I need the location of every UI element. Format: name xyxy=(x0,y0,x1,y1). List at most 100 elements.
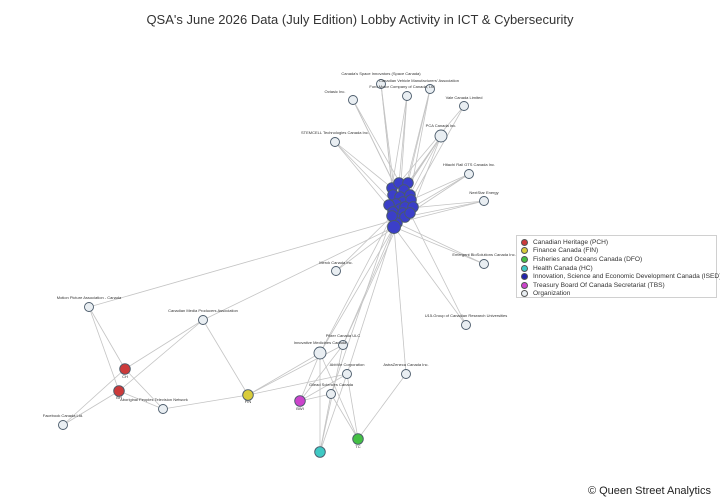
legend-label: Fisheries and Oceans Canada (DFO) xyxy=(533,255,643,263)
node-o13[interactable] xyxy=(198,315,208,325)
node-o8[interactable] xyxy=(464,169,474,179)
node-label-o4: Octasic Inc. xyxy=(325,89,346,94)
edge-o20-g_pch2 xyxy=(118,390,164,410)
node-o3[interactable] xyxy=(425,84,435,94)
node-label-g_tbs: BWI xyxy=(296,406,304,411)
edge-o13-i22 xyxy=(202,226,395,321)
node-label-o20: Aboriginal Peoples Television Network xyxy=(120,397,188,402)
node-label-o8: Hitachi Rail GTS Canada Inc. xyxy=(443,162,495,167)
edge-o16-g_tbs xyxy=(299,352,321,402)
legend: Canadian Heritage (PCH)Finance Canada (F… xyxy=(516,235,720,299)
footer-credit: © Queen Street Analytics xyxy=(587,485,711,497)
node-label-o18: AstraZeneca Canada Inc. xyxy=(383,362,428,367)
legend-marker-icon xyxy=(521,281,528,289)
node-o14[interactable] xyxy=(461,320,471,330)
node-o1[interactable] xyxy=(376,79,386,89)
node-g_hc[interactable] xyxy=(314,446,326,458)
edge-o13-g_fin xyxy=(202,319,249,396)
node-label-o17: AbbVie Corporation xyxy=(330,362,365,367)
legend-marker-icon xyxy=(521,264,528,272)
node-g_tbs[interactable] xyxy=(294,395,306,407)
node-label-o6: PCA Canada Inc. xyxy=(426,123,457,128)
edge-o11-i21 xyxy=(335,215,393,272)
edge-o9-i20 xyxy=(396,200,485,224)
node-o10[interactable] xyxy=(479,259,489,269)
node-label-o7: STEMCELL Technologies Canada Inc. xyxy=(301,130,369,135)
legend-label: Treasury Board Of Canada Secretariat (TB… xyxy=(533,281,665,289)
edge-o12-i18 xyxy=(88,216,406,308)
node-label-o10: Emergent BioSolutions Canada Inc. xyxy=(452,252,515,257)
node-layer: Canada's Space Innovators (Space Canada)… xyxy=(43,71,516,458)
edge-o20-g_pch1 xyxy=(124,368,164,410)
node-o9[interactable] xyxy=(479,196,489,206)
node-o11[interactable] xyxy=(331,266,341,276)
edge-o10-i22 xyxy=(393,226,485,265)
node-label-g_dfo: TC xyxy=(355,444,360,449)
edge-o15-g_tbs xyxy=(299,344,344,402)
edge-o18-i22 xyxy=(393,226,407,375)
node-i21[interactable] xyxy=(386,210,398,222)
edge-o9-i18 xyxy=(404,200,485,218)
node-i19[interactable] xyxy=(404,207,416,219)
node-label-o9: NextStar Energy xyxy=(469,190,498,195)
node-g_dfo[interactable] xyxy=(352,433,364,445)
legend-marker-icon xyxy=(521,255,528,263)
edge-o3-i7 xyxy=(409,88,431,196)
node-o21[interactable] xyxy=(58,420,68,430)
node-o7[interactable] xyxy=(330,137,340,147)
edge-o8-i10 xyxy=(410,173,470,201)
chart-title: QSA's June 2026 Data (July Edition) Lobb… xyxy=(146,12,574,27)
legend-marker-icon xyxy=(521,290,528,298)
node-label-g_fin: FIN xyxy=(245,399,252,404)
edge-o21-g_pch2 xyxy=(62,390,120,426)
node-label-o16: Innovative Medicines Canada xyxy=(294,340,347,345)
node-label-o1: Canada's Space Innovators (Space Canada) xyxy=(341,71,421,76)
legend-item[interactable]: Health Canada (HC) xyxy=(521,264,712,273)
edge-o10-i20 xyxy=(396,222,485,265)
edge-o13-g_pch2 xyxy=(118,319,204,392)
node-o6[interactable] xyxy=(434,129,448,143)
edge-o19-g_dfo xyxy=(330,393,359,440)
node-o15[interactable] xyxy=(338,340,348,350)
legend-label: Innovation, Science and Economic Develop… xyxy=(533,273,720,281)
node-o17[interactable] xyxy=(342,369,352,379)
legend-item[interactable]: Finance Canada (FIN) xyxy=(521,247,712,256)
legend-label: Organization xyxy=(533,290,571,298)
edge-o16-i22 xyxy=(319,226,395,354)
node-label-o11: Merck Canada Inc. xyxy=(319,260,353,265)
node-label-o15: Pfizer Canada ULC xyxy=(326,333,361,338)
legend-item[interactable]: Treasury Board Of Canada Secretariat (TB… xyxy=(521,281,712,290)
legend-label: Health Canada (HC) xyxy=(533,264,593,272)
legend-item[interactable]: Organization xyxy=(521,290,712,299)
legend-item[interactable]: Canadian Heritage (PCH) xyxy=(521,238,712,247)
node-o18[interactable] xyxy=(401,369,411,379)
node-o19[interactable] xyxy=(326,389,336,399)
node-label-o5: Vale Canada Limited xyxy=(446,95,483,100)
edge-o4-i4 xyxy=(352,99,405,191)
edge-o13-g_pch1 xyxy=(124,319,204,370)
node-i22[interactable] xyxy=(387,220,401,234)
node-g_pch1[interactable] xyxy=(119,363,131,375)
node-label-o19: Gilead Sciences Canada xyxy=(309,382,354,387)
node-o5[interactable] xyxy=(459,101,469,111)
edge-o19-g_hc xyxy=(319,393,332,453)
node-label-o12: Motion Picture Association - Canada xyxy=(57,295,122,300)
node-o2[interactable] xyxy=(402,91,412,101)
edge-o21-g_pch1 xyxy=(62,368,126,426)
edge-o6-i14 xyxy=(412,135,442,208)
edge-o14-i22 xyxy=(393,226,467,326)
node-label-o21: Facebook Canada Ltd. xyxy=(43,413,83,418)
legend-item[interactable]: Innovation, Science and Economic Develop… xyxy=(521,272,720,281)
edge-o16-i21 xyxy=(319,215,393,354)
node-o12[interactable] xyxy=(84,302,94,312)
node-o4[interactable] xyxy=(348,95,358,105)
node-o16[interactable] xyxy=(313,346,327,360)
node-g_fin[interactable] xyxy=(242,389,254,401)
edge-o12-g_pch2 xyxy=(88,306,120,392)
node-o20[interactable] xyxy=(158,404,168,414)
node-g_pch2[interactable] xyxy=(113,385,125,397)
legend-item[interactable]: Fisheries and Oceans Canada (DFO) xyxy=(521,255,712,264)
edge-o18-g_dfo xyxy=(357,373,407,440)
edge-o14-i19 xyxy=(409,212,467,326)
